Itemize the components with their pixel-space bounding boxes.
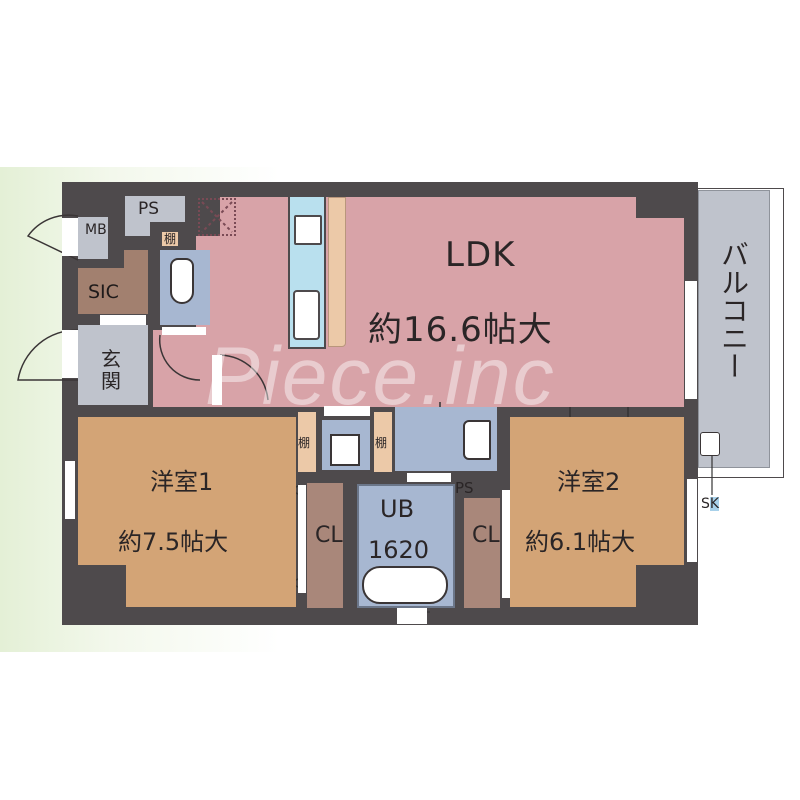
ps-top (125, 196, 185, 222)
bathtub-icon (362, 566, 448, 604)
balcony (698, 190, 770, 468)
mb-label: MB (85, 222, 107, 238)
sic[interactable] (78, 268, 148, 314)
sic-upper (124, 250, 148, 270)
ps-bath-label: PS (455, 479, 474, 497)
sink-sk-icon (700, 432, 720, 456)
room-youshitsu-2[interactable] (510, 417, 684, 565)
kitchen-side-counter (328, 197, 346, 347)
shelf-toilet-label: 棚 (162, 232, 179, 246)
room-youshitsu-1[interactable] (78, 417, 296, 565)
cl-left-door (298, 485, 306, 593)
balcony-label: バルコニー (717, 240, 750, 380)
ldk-size: 約16.6帖大 (368, 310, 553, 350)
ub-label: UB (380, 495, 415, 523)
room-youshitsu-2-lower (510, 565, 636, 607)
ps-top-lower (125, 222, 150, 236)
cl-right-door (502, 490, 510, 598)
closet-left-label: CL (315, 523, 343, 548)
ub-door (407, 473, 451, 482)
shelf-left-label: 棚 (298, 436, 311, 450)
toilet-door-opening (162, 327, 206, 335)
genkan[interactable] (78, 325, 148, 405)
youshitsu-2-window (686, 478, 698, 563)
mb (78, 217, 108, 259)
mb-door-opening[interactable] (62, 218, 78, 256)
storage-box-inner (330, 434, 360, 466)
ldk-label: LDK (445, 235, 516, 275)
washbasin-icon (463, 420, 491, 460)
storage-box-top (324, 406, 370, 416)
closet-right-label: CL (472, 523, 500, 548)
youshitsu-1-size: 約7.5帖大 (118, 528, 229, 556)
youshitsu-1-label: 洋室1 (150, 468, 214, 496)
ldk-door-opening (212, 355, 222, 405)
sink-icon (293, 290, 320, 340)
sic-label: SIC (88, 281, 119, 303)
ub-size: 1620 (368, 536, 430, 564)
ldk-window (684, 280, 698, 400)
entrance-door-opening[interactable] (62, 330, 78, 378)
stove-icon (294, 215, 322, 245)
closet-right[interactable] (464, 498, 500, 608)
closet-left[interactable] (307, 483, 343, 608)
room-ldk-right (636, 218, 684, 407)
ps-top-label: PS (138, 199, 160, 219)
youshitsu-2-size: 約6.1帖大 (525, 528, 636, 556)
shelf-right-label: 棚 (375, 436, 388, 450)
youshitsu-2-label: 洋室2 (557, 468, 621, 496)
shelf-right (374, 412, 392, 472)
sk-label: SK (701, 496, 720, 512)
room-youshitsu-1-lower (126, 565, 296, 607)
youshitsu-1-window (64, 460, 76, 520)
genkan-label: 玄関 (101, 347, 121, 393)
toilet-bowl-icon (170, 258, 194, 304)
bathroom-window (397, 608, 427, 624)
entrance-window (100, 315, 146, 325)
shelf-left (298, 412, 316, 472)
ventilation-mark (198, 198, 236, 236)
hallway[interactable] (153, 330, 220, 407)
